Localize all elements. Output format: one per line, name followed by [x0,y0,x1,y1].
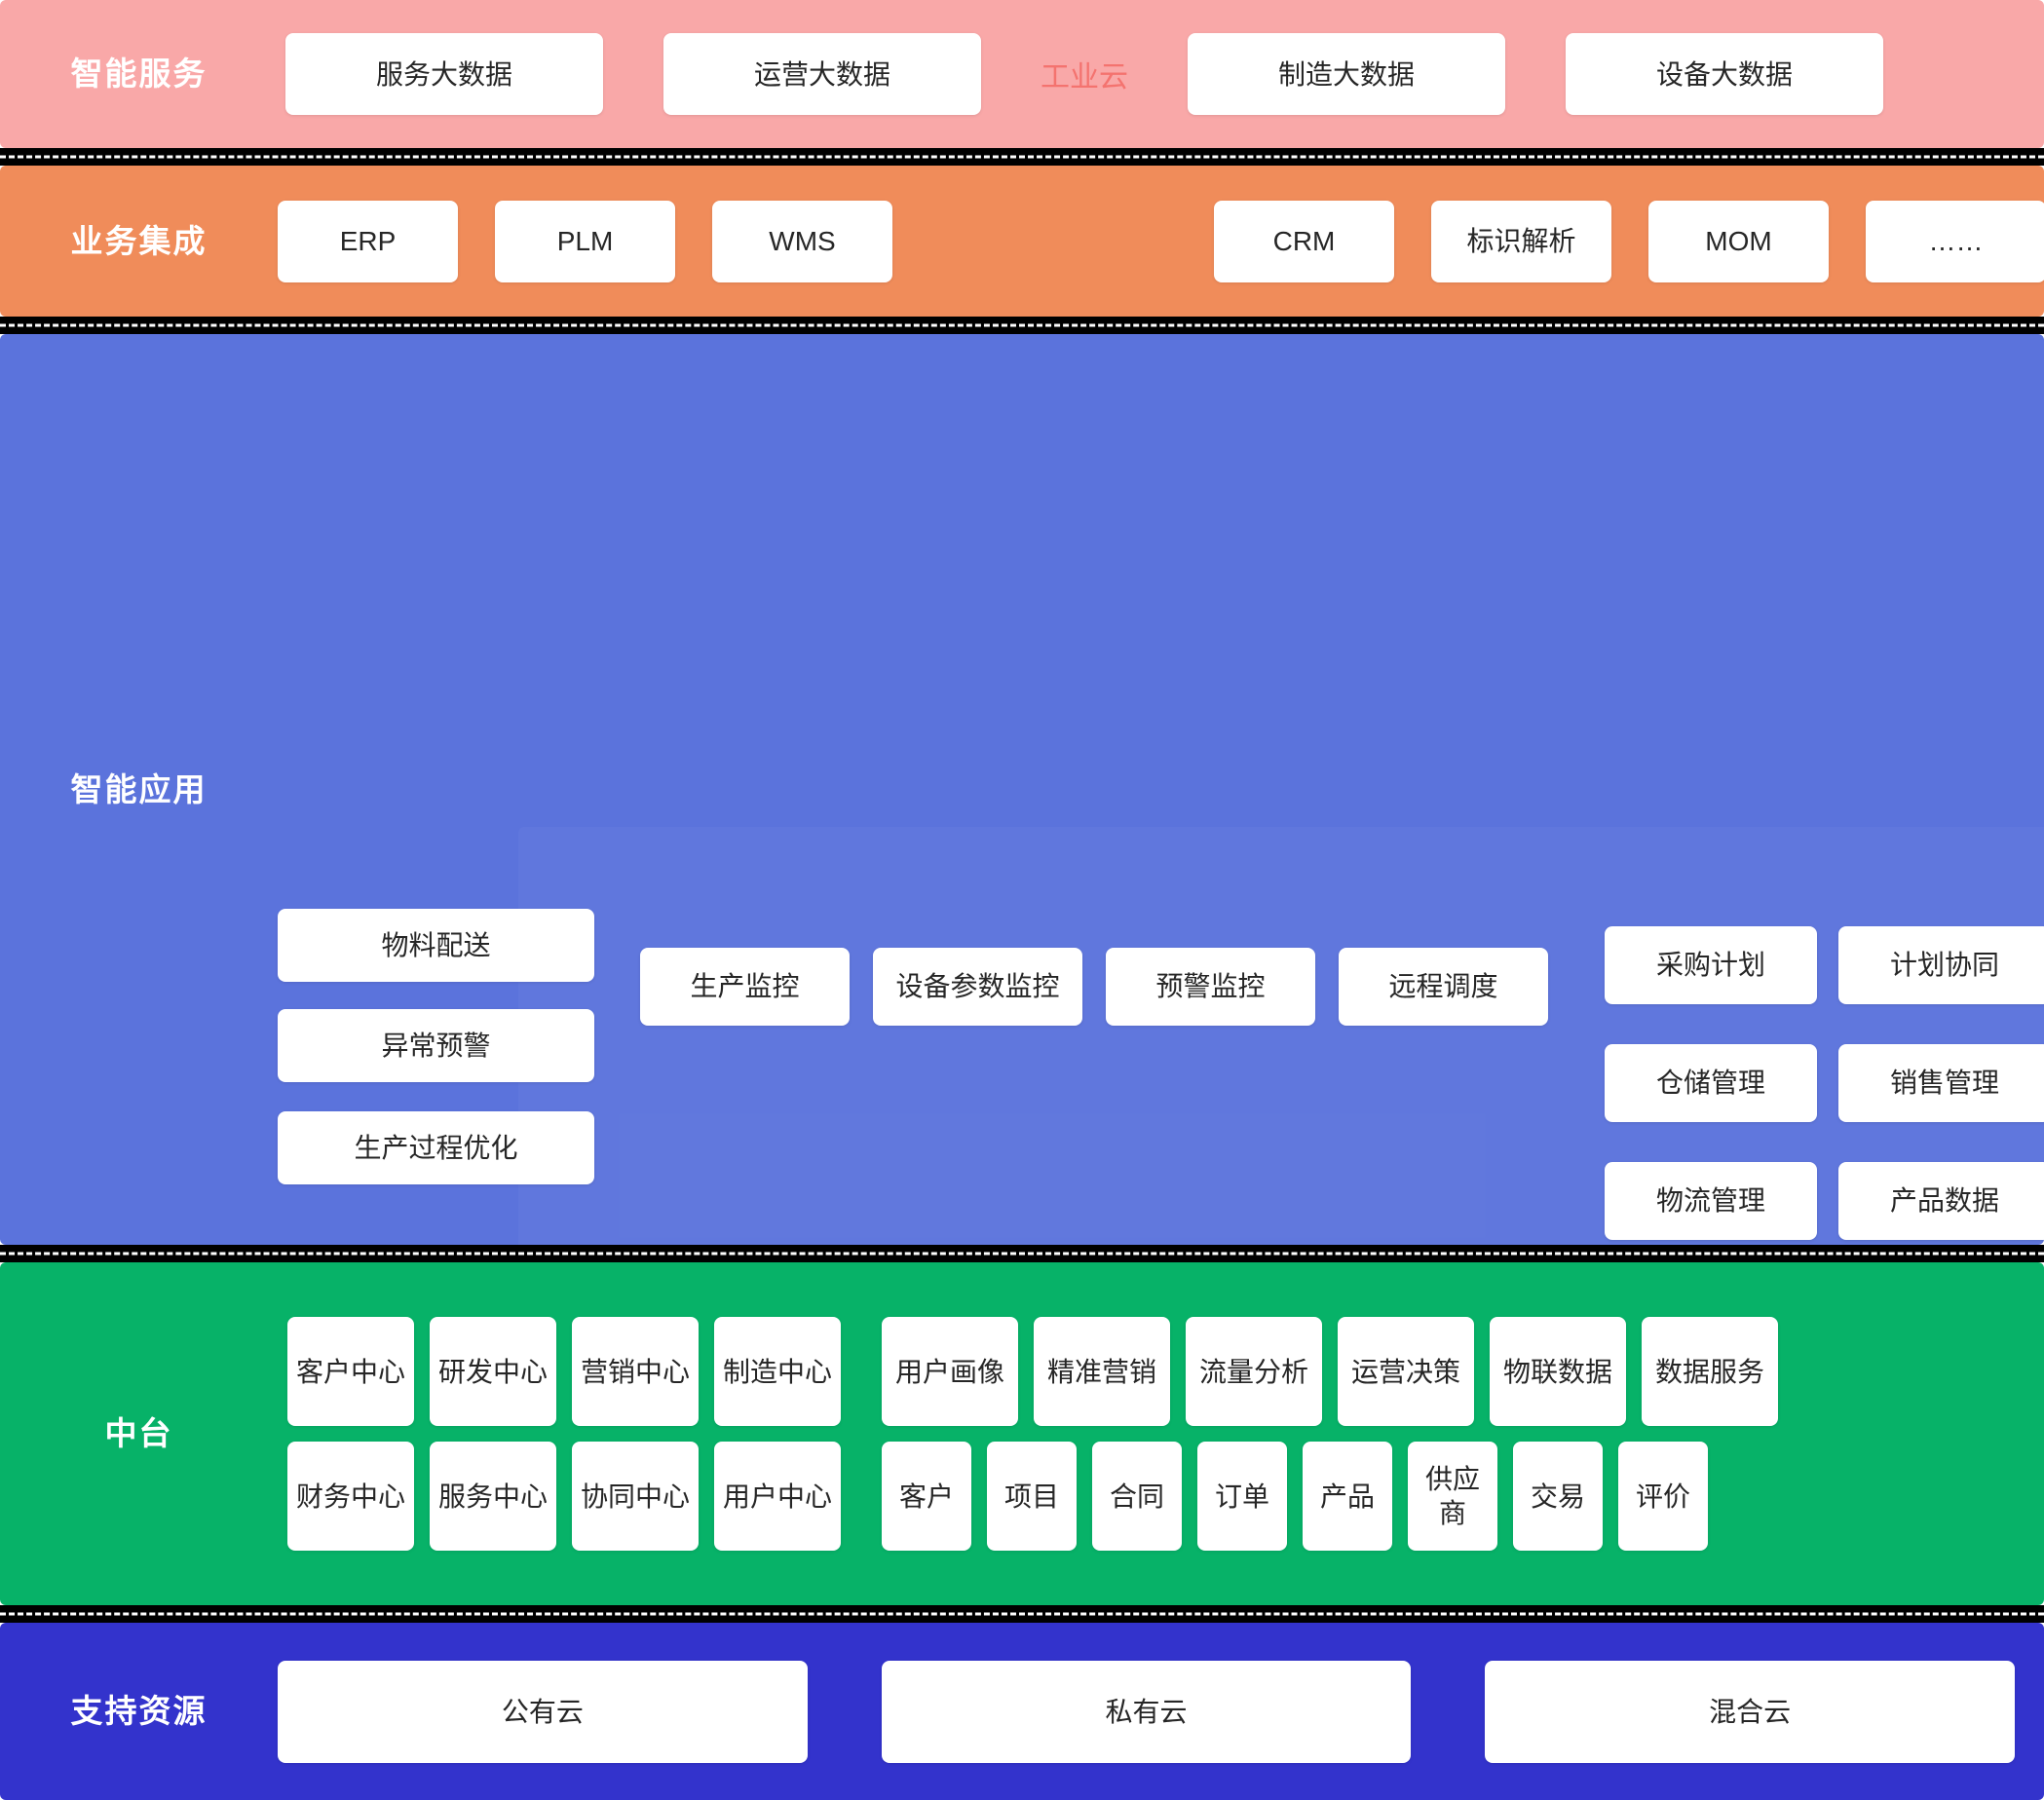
app-card-exception-alert[interactable]: 异常预警 [278,1008,594,1082]
middle-card-customer[interactable]: 客户 [882,1442,971,1551]
app-card-equipment-parameter-monitoring[interactable]: 设备参数监控 [873,947,1082,1026]
separator-business-application [0,317,2044,334]
middle-card-order[interactable]: 订单 [1197,1442,1287,1551]
middle-card-marketing-center[interactable]: 营销中心 [572,1317,699,1426]
middle-group-centers: 客户中心 研发中心 营销中心 制造中心 财务中心 服务中心 协同中心 用户中心 [287,1317,841,1551]
service-card-service-bigdata[interactable]: 服务大数据 [285,33,603,115]
app-card-storage-management[interactable]: 仓储管理 [1605,1043,1817,1122]
middle-card-traffic-analysis[interactable]: 流量分析 [1186,1317,1322,1426]
middle-card-user-center[interactable]: 用户中心 [714,1442,841,1551]
middle-card-collaboration-center[interactable]: 协同中心 [572,1442,699,1551]
app-card-production-optimization[interactable]: 生产过程优化 [278,1110,594,1184]
middle-card-rd-center[interactable]: 研发中心 [430,1317,556,1426]
middle-card-project[interactable]: 项目 [987,1442,1077,1551]
separator-middle-resource [0,1605,2044,1623]
business-card-identity-resolution[interactable]: 标识解析 [1431,200,1611,282]
service-card-equipment-bigdata[interactable]: 设备大数据 [1566,33,1883,115]
layer-intelligent-service: 智能服务 服务大数据 运营大数据 工业云 制造大数据 设备大数据 [0,0,2044,148]
middle-card-product[interactable]: 产品 [1303,1442,1392,1551]
middle-card-transaction[interactable]: 交易 [1513,1442,1603,1551]
app-card-sales-management[interactable]: 销售管理 [1838,1043,2044,1122]
business-card-mom[interactable]: MOM [1648,200,1829,282]
business-card-wms[interactable]: WMS [712,200,892,282]
middle-group-data: 用户画像 精准营销 流量分析 运营决策 物联数据 数据服务 客户 项目 合同 订… [882,1317,1778,1551]
business-card-crm[interactable]: CRM [1214,200,1394,282]
middle-card-contract[interactable]: 合同 [1092,1442,1182,1551]
app-card-purchase-plan[interactable]: 采购计划 [1605,925,1817,1004]
middle-card-customer-center[interactable]: 客户中心 [287,1317,414,1426]
resource-card-hybrid-cloud[interactable]: 混合云 [1485,1660,2016,1763]
business-card-erp[interactable]: ERP [278,200,458,282]
layer-label-support-resource: 支持资源 [70,1693,208,1730]
service-card-manufacturing-bigdata[interactable]: 制造大数据 [1188,33,1505,115]
industrial-cloud-label: 工业云 [1041,61,1128,94]
layer-label-intelligent-service: 智能服务 [70,56,208,93]
separator-application-middle [0,1245,2044,1262]
layer-business-integration: 业务集成 ERP PLM WMS CRM 标识解析 MOM …… [0,166,2044,317]
business-card-plm[interactable]: PLM [495,200,675,282]
middle-card-precision-marketing[interactable]: 精准营销 [1034,1317,1170,1426]
layer-label-middle-platform: 中台 [104,1415,173,1452]
app-card-product-data[interactable]: 产品数据 [1838,1161,2044,1240]
middle-card-data-service[interactable]: 数据服务 [1642,1317,1778,1426]
resource-card-private-cloud[interactable]: 私有云 [881,1660,1412,1763]
app-card-remote-dispatch[interactable]: 远程调度 [1339,947,1548,1026]
middle-card-manufacturing-center[interactable]: 制造中心 [714,1317,841,1426]
middle-card-operation-decision[interactable]: 运营决策 [1338,1317,1474,1426]
app-card-material-delivery[interactable]: 物料配送 [278,908,594,982]
app-card-alert-monitoring[interactable]: 预警监控 [1106,947,1315,1026]
app-card-plan-collaboration[interactable]: 计划协同 [1838,925,2044,1004]
layer-label-intelligent-application: 智能应用 [70,770,208,807]
business-card-more[interactable]: …… [1866,200,2044,282]
layer-support-resource: 支持资源 公有云 私有云 混合云 [0,1623,2044,1800]
resource-card-public-cloud[interactable]: 公有云 [278,1660,808,1763]
layer-label-business-integration: 业务集成 [70,222,208,259]
middle-card-iot-data[interactable]: 物联数据 [1490,1317,1626,1426]
middle-card-service-center[interactable]: 服务中心 [430,1442,556,1551]
middle-card-user-profile[interactable]: 用户画像 [882,1317,1018,1426]
middle-card-supplier[interactable]: 供应商 [1408,1442,1497,1551]
middle-card-evaluation[interactable]: 评价 [1618,1442,1708,1551]
separator-service-business [0,148,2044,166]
layer-middle-platform: 中台 客户中心 研发中心 营销中心 制造中心 财务中心 服务中心 协同中心 用户… [0,1262,2044,1605]
service-card-operation-bigdata[interactable]: 运营大数据 [663,33,981,115]
layer-intelligent-application: 智能应用 物料配送 异常预警 生产过程优化 需求池 库存及分配 排程和优化 生产… [0,334,2044,1610]
app-card-logistics-management[interactable]: 物流管理 [1605,1161,1817,1240]
middle-card-finance-center[interactable]: 财务中心 [287,1442,414,1551]
app-card-production-monitoring[interactable]: 生产监控 [640,947,850,1026]
